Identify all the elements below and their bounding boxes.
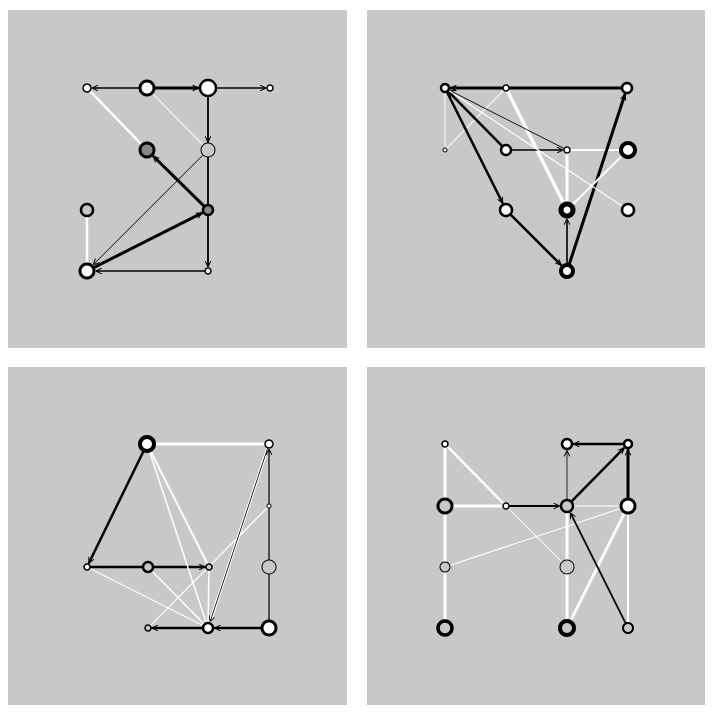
panel-3-edge-a-i	[146, 443, 209, 629]
panel-3-node-h	[144, 624, 152, 632]
panel-2-node-g	[619, 141, 637, 159]
panel-2-edge-h-k	[504, 208, 562, 266]
panel-1-edge-f-i	[94, 149, 209, 264]
panel-3-node-i	[201, 621, 215, 635]
panel-2-edge-e-a	[448, 91, 508, 152]
panel-1-edge-a-e	[85, 86, 149, 152]
panel-1-node-g	[79, 202, 95, 218]
panel-2-node-c	[620, 81, 634, 95]
panel-3-node-e	[141, 560, 155, 574]
panel-2-node-b	[502, 84, 510, 92]
panel-4-edge-l-f	[569, 513, 629, 629]
panel-4-node-j	[436, 619, 454, 637]
panel-2-node-i	[558, 201, 576, 219]
panel-2-node-k	[559, 263, 575, 279]
panel-2-edge-f-a	[451, 91, 568, 151]
panel-3-edge-b-i	[210, 443, 270, 621]
panel-2-edge-a-h	[443, 86, 504, 203]
panel-1-node-h	[201, 203, 215, 217]
panel-1-node-c	[198, 78, 218, 98]
panel-3-node-j	[260, 619, 278, 637]
panel-4-node-e	[502, 502, 510, 510]
panel-2-node-d	[442, 147, 448, 153]
panel-2-node-h	[498, 202, 514, 218]
panel-4-node-h	[439, 561, 451, 573]
panel-3-node-c	[266, 503, 272, 509]
panel-1-node-d	[266, 84, 274, 92]
panel-1-node-f	[200, 142, 216, 158]
panel-3-edge-f-i	[207, 566, 210, 629]
panel-2-node-f	[563, 146, 571, 154]
panel-3-node-d	[83, 563, 91, 571]
panel-1-node-b	[138, 79, 156, 97]
panel-4-edge-g-h	[444, 505, 629, 568]
panel-3-edge-a-f	[146, 443, 210, 568]
panel-4-node-i	[559, 559, 575, 575]
panel-4-node-b	[560, 437, 574, 451]
panel-3-edge-e-i	[147, 566, 209, 629]
panel-4-node-l	[622, 622, 634, 634]
panel-3-edge-a-d	[87, 442, 149, 563]
panel-3-node-a	[138, 435, 156, 453]
panel-1-node-a	[82, 83, 92, 93]
panel-4-node-k	[558, 619, 576, 637]
panel-4-node-c	[622, 438, 634, 450]
panel-1-edge-b-f	[146, 87, 209, 151]
panel-2-edge-a-j	[444, 87, 629, 211]
panel-3-node-b	[264, 439, 274, 449]
panel-4-edge-a-e	[443, 442, 508, 508]
panel-2-edge-i-g	[566, 149, 629, 211]
panel-2-node-e	[499, 143, 513, 157]
panel-1-edge-i-h	[85, 211, 204, 273]
panel-4-node-d	[436, 497, 454, 515]
panel-1-node-i	[78, 262, 96, 280]
panel-1-edge-h-e	[152, 155, 210, 212]
panel-4-edge-f-c	[565, 447, 625, 508]
panel-4-node-g	[619, 497, 637, 515]
panel-1-node-j	[204, 267, 212, 275]
panel-4-node-a	[441, 440, 449, 448]
panel-1-node-e	[138, 141, 156, 159]
panel-3-node-f	[205, 563, 213, 571]
panel-4-node-f	[559, 498, 575, 514]
panel-3-node-g	[261, 559, 277, 575]
panel-2-node-a	[439, 82, 451, 94]
panel-2-node-j	[620, 202, 636, 218]
graph-panel-top-right	[367, 10, 705, 348]
panel-3-edge-d-i	[86, 566, 209, 629]
